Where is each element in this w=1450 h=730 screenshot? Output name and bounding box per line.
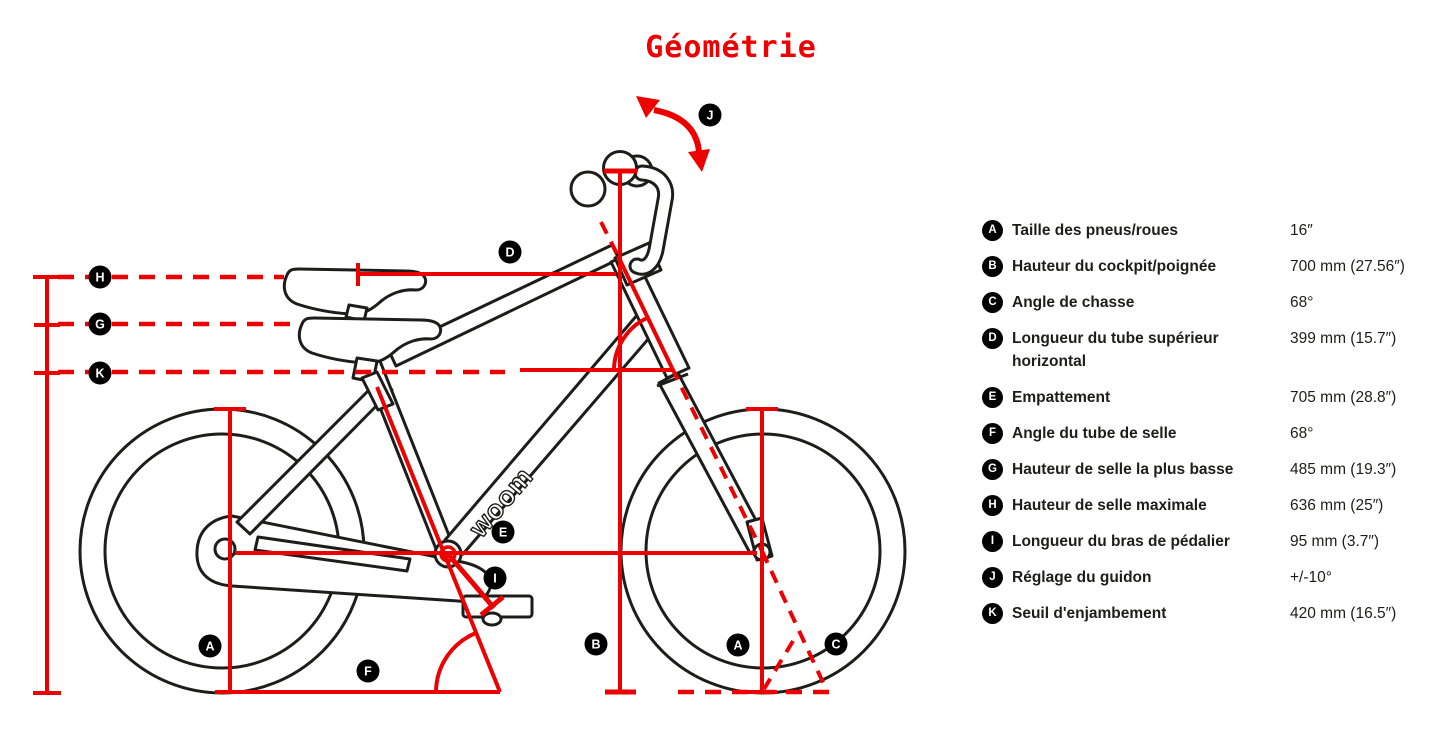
legend-label-I: Longueur du bras de pédalier — [1012, 533, 1230, 550]
fork-crown — [656, 372, 689, 388]
marker-circle-K — [88, 361, 112, 385]
j-arrow-curve — [653, 107, 702, 153]
legend-badge-F: F — [982, 423, 1003, 444]
legend-value-E: 705 mm (28.8″) — [1290, 389, 1397, 406]
steering-axis-ground-dashed — [760, 550, 829, 692]
line-C-arc — [612, 316, 648, 371]
page-title: Géométrie — [645, 30, 817, 65]
legend-label-F: Angle du tube de selle — [1012, 425, 1177, 442]
legend-badge-I: I — [982, 531, 1003, 552]
legend-badge-G: G — [982, 459, 1003, 480]
steering-axis-branch-dashed — [762, 639, 795, 691]
legend-label-C: Angle de chasse — [1012, 294, 1135, 311]
marker-circle-G — [88, 312, 112, 336]
legend-value-C: 68° — [1290, 294, 1314, 311]
legend-badge-E: E — [982, 387, 1003, 408]
legend-value-I: 95 mm (3.7″) — [1290, 533, 1380, 550]
marker-letter-D: D — [505, 246, 514, 260]
marker-letter-F: F — [364, 665, 372, 679]
legend-row-I: I Longueur du bras de pédalier 95 mm (3.7″… — [982, 530, 1442, 553]
marker-circle-B — [584, 632, 608, 656]
marker-letter-E: E — [499, 526, 507, 540]
legend-label-B: Hauteur du cockpit/poignée — [1012, 258, 1217, 275]
legend-badge-K: K — [982, 603, 1003, 624]
legend-badge-A: A — [982, 220, 1003, 241]
legend-value-G: 485 mm (19.3″) — [1290, 461, 1397, 478]
legend-label-H: Hauteur de selle maximale — [1012, 497, 1207, 514]
marker-letter-A: A — [733, 639, 742, 653]
legend-badge-D: D — [982, 328, 1003, 349]
legend-value-A: 16″ — [1290, 222, 1313, 239]
legend-badge-J: J — [982, 567, 1003, 588]
legend-label-G: Hauteur de selle la plus basse — [1012, 461, 1234, 478]
marker-circle-A — [198, 634, 222, 658]
legend-row-C: C Angle de chasse 68° — [982, 291, 1442, 314]
marker-circle-A — [726, 633, 750, 657]
legend: A Taille des pneus/roues 16″ B Hauteur du co… — [982, 219, 1442, 638]
marker-circle-E — [491, 520, 515, 544]
marker-circle-I — [483, 566, 507, 590]
steering-axis-fork-dashed — [670, 367, 764, 552]
top-tube — [387, 243, 621, 368]
steering-axis-top-dashed — [599, 221, 620, 257]
saddle-low — [297, 316, 443, 365]
line-I-cap — [479, 595, 505, 617]
marker-letter-C: C — [831, 638, 840, 652]
marker-letter-I: I — [493, 572, 496, 586]
steering-axis-solid — [616, 255, 674, 369]
legend-row-J: J Réglage du guidon +/-10° — [982, 566, 1442, 589]
pedal-axle — [481, 611, 503, 627]
j-arrow-head-left — [636, 96, 660, 118]
legend-label-J: Réglage du guidon — [1012, 569, 1152, 586]
legend-value-F: 68° — [1290, 425, 1314, 442]
legend-row-A: A Taille des pneus/roues 16″ — [982, 219, 1442, 242]
marker-circle-J — [698, 103, 722, 127]
seat-stay — [235, 378, 394, 536]
crank-axis-mark — [439, 545, 457, 563]
legend-row-B: B Hauteur du cockpit/poignée 700 mm (27.56… — [982, 255, 1442, 278]
bike-outline: woom — [78, 150, 907, 695]
marker-letter-H: H — [95, 271, 104, 285]
legend-row-G: G Hauteur de selle la plus basse 485 mm (1… — [982, 458, 1442, 481]
j-arrow-head-right — [688, 149, 710, 172]
legend-value-J: +/-10° — [1290, 569, 1332, 586]
legend-label2-D: horizontal — [1012, 353, 1087, 370]
marker-letter-B: B — [591, 638, 600, 652]
legend-label-A: Taille des pneus/roues — [1012, 222, 1178, 239]
handlebar-grip-left — [569, 170, 607, 208]
legend-badge-C: C — [982, 292, 1003, 313]
marker-letter-K: K — [95, 367, 104, 381]
marker-letter-J: J — [707, 109, 714, 123]
legend-badge-B: B — [982, 256, 1003, 277]
handlebar-white — [631, 167, 672, 273]
line-F-arc — [434, 631, 477, 693]
legend-row-F: F Angle du tube de selle 68° — [982, 422, 1442, 445]
legend-row-E: E Empattement 705 mm (28.8″) — [982, 386, 1442, 409]
legend-badge-H: H — [982, 495, 1003, 516]
line-I-crank — [446, 552, 496, 610]
measurement-lines — [33, 96, 833, 695]
legend-value-D: 399 mm (15.7″) — [1290, 330, 1397, 347]
legend-value-H: 636 mm (25″) — [1290, 497, 1384, 514]
legend-value-K: 420 mm (16.5″) — [1290, 605, 1397, 622]
marker-circle-C — [824, 632, 848, 656]
diagram-markers: H G K D J E I B F A A C — [88, 103, 848, 683]
marker-letter-G: G — [95, 318, 105, 332]
marker-letter-A: A — [205, 640, 214, 654]
marker-circle-H — [88, 265, 112, 289]
marker-circle-D — [498, 240, 522, 264]
legend-label-E: Empattement — [1012, 389, 1111, 406]
legend-label-K: Seuil d'enjambement — [1012, 605, 1167, 622]
legend-value-B: 700 mm (27.56″) — [1290, 258, 1405, 275]
saddle-max-height — [282, 267, 428, 316]
legend-row-K: K Seuil d'enjambement 420 mm (16.5″) — [982, 602, 1442, 625]
marker-circle-F — [356, 659, 380, 683]
line-F-seat-axis — [375, 386, 502, 693]
legend-row-H: H Hauteur de selle maximale 636 mm (25″) — [982, 494, 1442, 517]
bike-geometry-diagram: woom — [33, 96, 907, 695]
